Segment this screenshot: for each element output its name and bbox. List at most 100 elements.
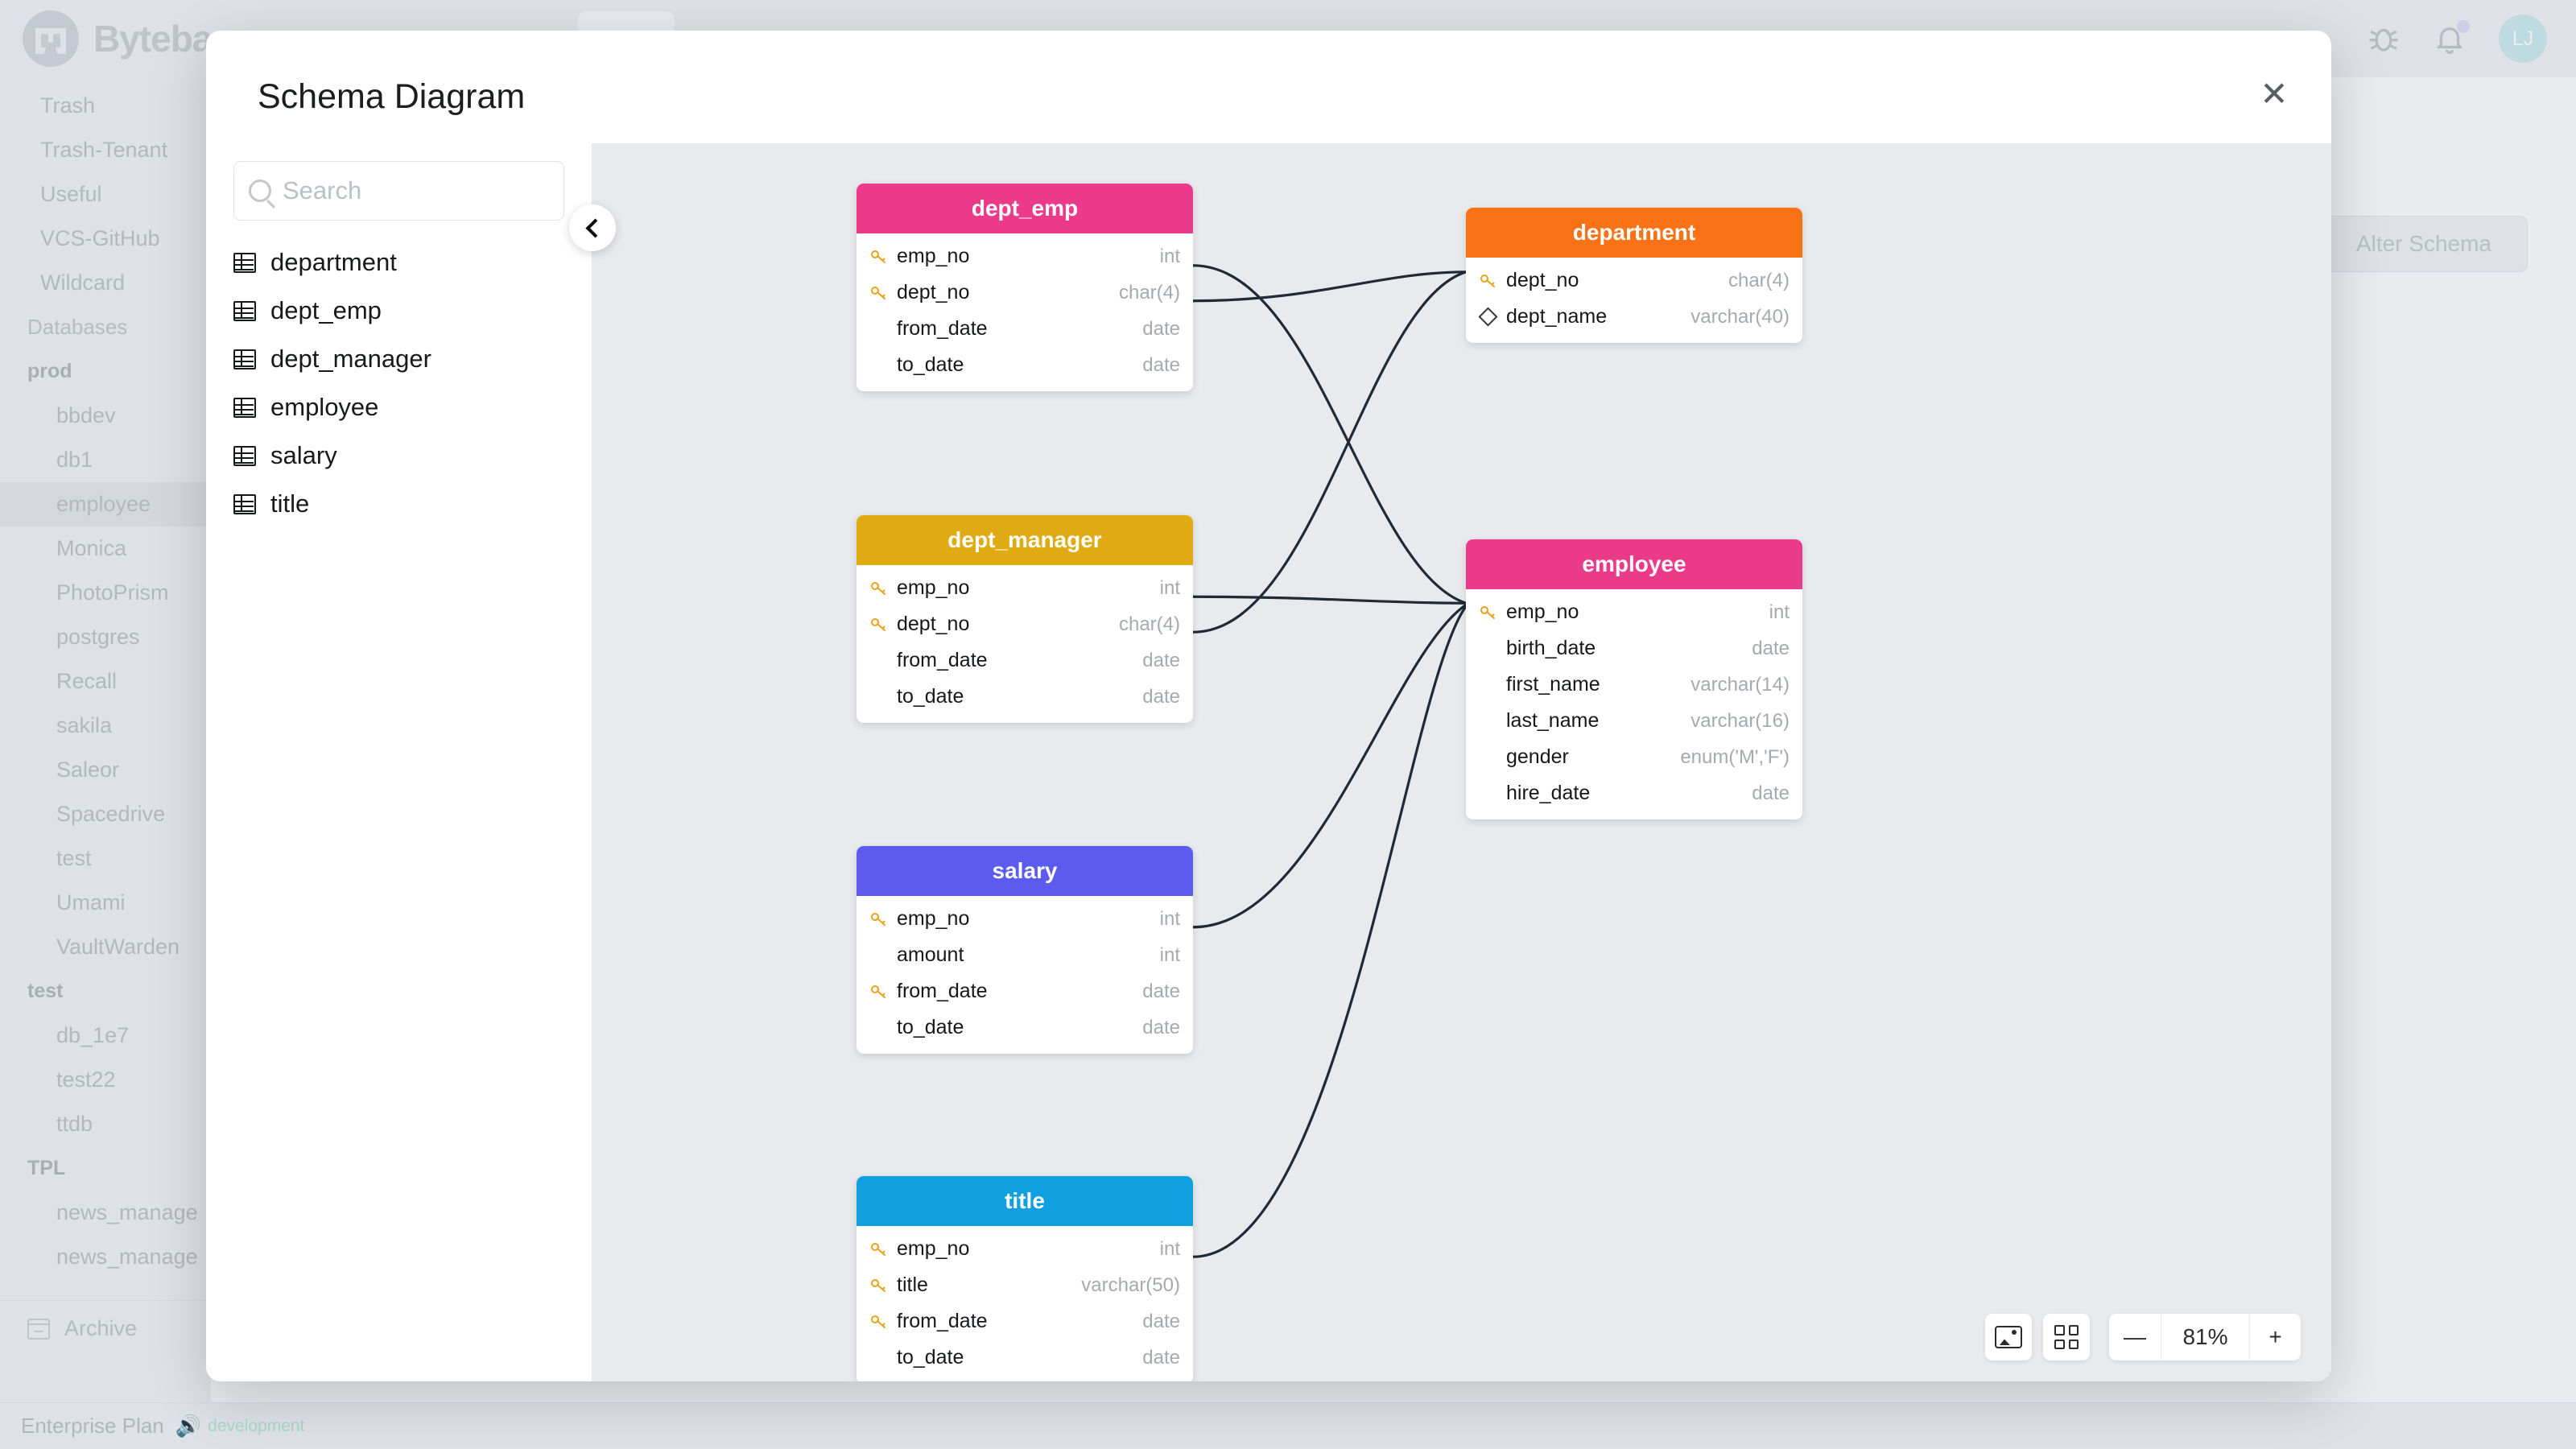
column-name: from_date (897, 1310, 988, 1332)
table-name: title (270, 489, 310, 518)
sidebar-item-sakila[interactable]: sakila (56, 713, 113, 737)
sidebar-item-news-manage[interactable]: news_manage (56, 1200, 198, 1224)
zoom-in-button[interactable]: + (2249, 1314, 2301, 1360)
search-input[interactable] (283, 176, 549, 205)
sidebar-collapse-button[interactable] (569, 204, 616, 251)
search-icon (249, 180, 271, 202)
column-name: from_date (897, 317, 988, 340)
sidebar-item-tpl[interactable]: TPL (27, 1157, 66, 1179)
archive-icon (27, 1318, 50, 1340)
sidebar-item-spacedrive[interactable]: Spacedrive (56, 802, 166, 826)
relationship-edges (1155, 251, 1468, 1271)
sidebar-item-test22[interactable]: test22 (56, 1067, 116, 1092)
table-name: employee (270, 393, 379, 421)
sidebar-item-wildcard[interactable]: Wildcard (40, 270, 126, 295)
bell-icon[interactable] (2433, 20, 2470, 56)
column-type: varchar(16) (1690, 709, 1790, 732)
sidebar-item-useful[interactable]: Useful (40, 182, 102, 206)
column-name: emp_no (897, 1237, 970, 1260)
sidebar-item-archive[interactable]: Archive (0, 1300, 211, 1356)
sidebar-item-prod[interactable]: prod (27, 360, 72, 382)
column-type: date (1142, 1016, 1180, 1038)
diagram-toolbar: — 81% + (1985, 1314, 2301, 1360)
column-type: char(4) (1728, 269, 1790, 291)
column-name: dept_no (1506, 269, 1579, 291)
archive-label: Archive (64, 1316, 138, 1340)
er-table-title: title (857, 1176, 1193, 1226)
list-item[interactable]: employee (233, 383, 564, 431)
image-icon[interactable] (1985, 1314, 2032, 1360)
sidebar-item-umami[interactable]: Umami (56, 890, 126, 914)
column-name: from_date (897, 980, 988, 1002)
column-type: enum('M','F') (1680, 745, 1790, 768)
column-name: hire_date (1506, 782, 1591, 804)
sidebar-item-recall[interactable]: Recall (56, 669, 118, 693)
zoom-out-button[interactable]: — (2124, 1324, 2146, 1349)
speaker-icon[interactable]: 🔊 (175, 1414, 202, 1438)
sidebar-item-employee[interactable]: employee (0, 482, 211, 526)
sidebar-item-vcs-github[interactable]: VCS-GitHub (40, 226, 160, 250)
sidebar-item-bbdev[interactable]: bbdev (56, 403, 116, 427)
column-type: char(4) (1118, 613, 1180, 635)
sidebar-item-postgres[interactable]: postgres (56, 625, 140, 649)
sidebar-item-news-manage[interactable]: news_manage (56, 1245, 198, 1269)
column-name: emp_no (897, 907, 970, 930)
sidebar-item-ttdb[interactable]: ttdb (56, 1112, 93, 1136)
column-name: from_date (897, 649, 988, 671)
search-box[interactable] (233, 161, 564, 221)
column-name: emp_no (897, 576, 970, 599)
sidebar-item-db1[interactable]: db1 (56, 448, 93, 472)
list-item[interactable]: dept_manager (233, 335, 564, 383)
sidebar-item-photoprism[interactable]: PhotoPrism (56, 580, 169, 605)
er-table-title: salary (857, 846, 1193, 896)
sidebar-item-test[interactable]: test (27, 980, 64, 1002)
list-item[interactable]: title (233, 480, 564, 528)
bytebase-logo-icon (23, 10, 79, 67)
table-icon (233, 493, 256, 514)
sidebar-item-db-1e7[interactable]: db_1e7 (56, 1023, 130, 1047)
column-name: to_date (897, 685, 964, 708)
avatar[interactable]: LJ (2499, 14, 2547, 63)
close-icon[interactable]: ✕ (2260, 75, 2289, 113)
column-type: varchar(50) (1081, 1274, 1180, 1296)
column-name: gender (1506, 745, 1569, 768)
key-icon (868, 1312, 889, 1331)
column-type: int (1159, 943, 1180, 966)
sidebar-item-monica[interactable]: Monica (56, 536, 127, 560)
sidebar-item-vaultwarden[interactable]: VaultWarden (56, 935, 180, 959)
sidebar-item-test[interactable]: test (56, 846, 92, 870)
key-icon (1477, 603, 1498, 622)
table-icon (233, 252, 256, 273)
er-table-title: dept_manager (857, 515, 1193, 565)
sidebar-item-trash[interactable]: Trash (40, 93, 96, 118)
list-item[interactable]: dept_emp (233, 287, 564, 335)
column-name: to_date (897, 353, 964, 376)
sidebar-item-trash-tenant[interactable]: Trash-Tenant (40, 138, 168, 162)
table-icon (233, 300, 256, 321)
column-type: varchar(40) (1690, 305, 1790, 328)
grid-icon[interactable] (2043, 1314, 2090, 1360)
alter-schema-button[interactable]: Alter Schema (2319, 216, 2528, 272)
bug-icon[interactable] (2367, 22, 2401, 56)
sidebar-item-saleor[interactable]: Saleor (56, 758, 120, 782)
key-icon (868, 1240, 889, 1259)
list-item[interactable]: salary (233, 431, 564, 480)
list-item[interactable]: department (233, 238, 564, 287)
